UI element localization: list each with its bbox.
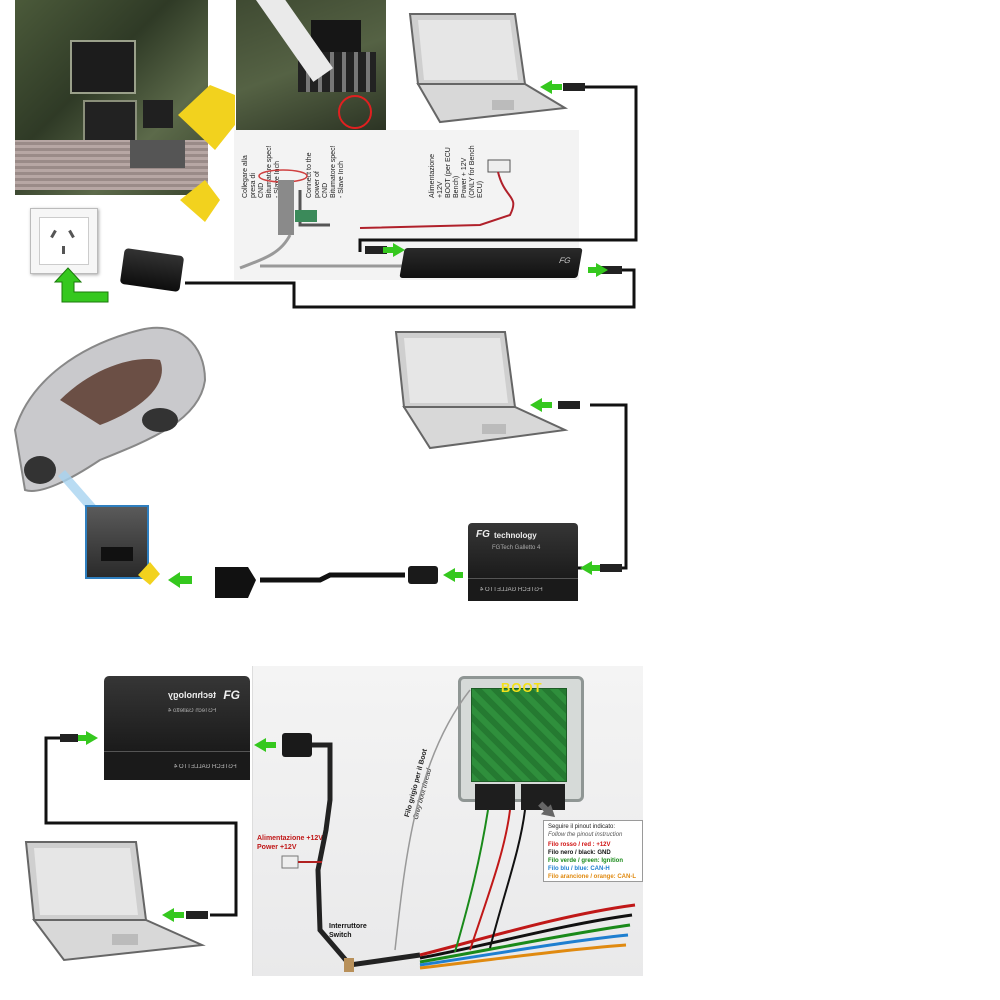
pcb-chip-large [70,40,136,94]
arrow-to-car [168,572,192,588]
laptop-top-lid [408,13,527,85]
arrow-into-laptop-mid [530,398,552,412]
fg-bot-model: FGTech Galletto 4 [167,708,216,714]
pinout-orange: Filo arancione / orange: CAN-L [548,874,637,880]
socket-slot-2 [68,229,75,239]
socket-slot-1 [50,229,57,239]
laptop-top-touchpad [492,100,514,110]
clip-label-mid-3: Bitumatore spec! [330,145,337,198]
fg-bot-brand: technology [167,690,216,700]
pinout-title-2: Follow the pinout instruction [548,832,623,838]
ecu-connector-left [475,784,515,810]
car-wheel-front [24,456,56,484]
wall-socket [30,208,98,274]
fg-bot-side-text: FGTECH GALLETTO 4 [174,764,237,770]
pinout-green: Filo verde / green: Ignition [548,858,624,864]
power-label-bottom-1: Alimentazione +12V [257,835,323,842]
fg-device-top-brand: FG [558,256,572,265]
laptop-mid-lid [394,331,517,408]
pcb-chip-right [143,100,173,128]
ecu-bench-photo: BOOT Seguire il pinout indicato: Follow … [252,666,643,976]
power-label-bottom-2: Power +12V [257,844,297,851]
switch-label-1: Interruttore [329,923,367,930]
laptop-top-base [416,83,569,124]
pcb-chip-small [83,100,137,146]
arrow-into-device-bottom-left [78,731,98,745]
pcb-photo [15,0,208,195]
clip-label-left-2: CND [258,182,265,198]
laptop-bot-touchpad [112,934,138,945]
pinout-black: Filo nero / black: GND [548,850,611,856]
power-label-top: Alimentazione +12V BOOT (per ECU Bench) … [429,138,489,198]
ecu-connector-right [521,784,565,810]
probe-photo [236,0,386,130]
socket-slot-3 [62,246,65,254]
ecu-boot-label: BOOT [501,680,543,695]
pinout-red: Filo rosso / red : +12V [548,842,611,848]
power-label-top-3: Power + 12V [461,157,468,198]
plug-device-bottom-left [60,734,78,742]
fg-device-bottom: FG technology FGTech Galletto 4 FGTECH G… [104,676,250,780]
laptop-bot-screen [34,848,138,915]
car-interior [60,359,162,425]
fg-mid-logo: FG [476,529,490,540]
clip-label-left-3: Bitumatore spec! [266,145,273,198]
wall-socket-inner [39,217,89,265]
plug-laptop-mid [558,401,580,409]
clip-label-mid-4: - Slave Inch [338,161,345,198]
power-label-top-1: Alimentazione +12V [429,154,444,198]
laptop-top-screen [418,20,518,80]
arrow-into-laptop-bottom [162,908,184,922]
fg-mid-side-text: FGTECH GALLETTO 4 [480,587,543,593]
obd-port-photo [85,505,149,579]
ecu-pcb [471,688,567,782]
power-label-bottom: Alimentazione +12V Power +12V [257,834,323,852]
power-label-top-4: (ONLY for Bench ECU) [469,145,484,198]
cable-laptop-to-device-mid [578,403,628,570]
fg-mid-model: FGTech Galletto 4 [492,545,541,551]
arrow-into-device-mid-right [580,561,600,575]
arrow-power-device-top [588,263,608,277]
car-body [13,326,207,492]
obd-device-connector [408,566,438,584]
fg-mid-front-panel [468,578,578,601]
obd-cable [260,572,405,583]
plug-device-right-top [600,266,622,274]
power-adapter [119,247,185,293]
plug-device-mid-right [600,564,622,572]
pinout-blue: Filo blu / blue: CAN-H [548,866,610,872]
laptop-bot-base [32,919,206,962]
arrow-into-laptop-top [540,80,562,94]
switch-label: Interruttore Switch [329,922,367,940]
plug-laptop-bottom [186,911,208,919]
ribbon-connector [130,140,185,168]
laptop-mid-base [402,406,569,450]
clip-label-mid-2: CND [322,182,329,198]
clip-label-left-1: Collegare alla presa di [242,155,257,198]
pinout-title-1: Seguire il pinout indicato: [548,824,616,830]
clip-label-left-4: - Slave Inch [274,161,281,198]
power-label-top-2: BOOT (per ECU Bench) [445,147,460,198]
car-wheel-rear [142,408,178,432]
clip-label-mid-1: Connect to the power of [306,152,321,198]
obd-plug [215,567,256,598]
fg-mid-brand: technology [494,531,537,540]
switch-label-2: Switch [329,932,352,939]
fg-device-middle: technology FG FGTech Galletto 4 FGTECH G… [468,523,578,601]
obd-port-connector [101,547,133,561]
arrow-into-device-mid-left [443,568,463,582]
grey-wire-label: Filo grigio per il Boot Grey boot thread [403,748,439,821]
fg-device-top: FG [399,248,583,278]
laptop-bot-lid [24,841,148,921]
clip-label-left: Collegare alla presa di CND Bitumatore s… [242,138,302,198]
pinout-box: Seguire il pinout indicato: Follow the p… [543,820,643,882]
probe-highlight-circle [338,95,372,129]
clip-label-mid: Connect to the power of CND Bitumatore s… [306,138,366,198]
fg-bot-logo: FG [223,688,240,702]
plug-laptop-top [563,83,585,91]
laptop-mid-touchpad [482,424,506,434]
laptop-mid-screen [404,338,508,403]
